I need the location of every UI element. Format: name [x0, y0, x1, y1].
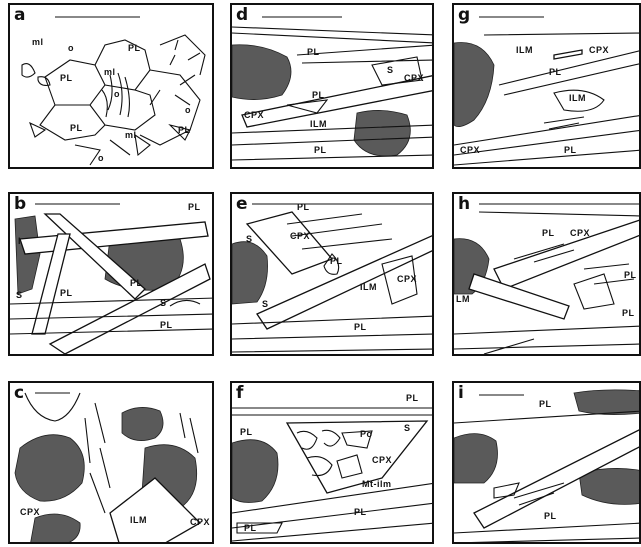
mineral-label: PL	[188, 202, 201, 212]
mineral-label: PL	[539, 399, 552, 409]
mineral-label: I	[18, 236, 21, 246]
mineral-label: S	[16, 290, 23, 300]
mineral-label: PL	[60, 73, 73, 83]
mineral-label: CPX	[244, 110, 264, 120]
mineral-label: PL	[314, 145, 327, 155]
mineral-label: CPX	[372, 455, 392, 465]
mineral-label: Po	[360, 429, 373, 439]
panel-g: g ILM CPX PL ILM CPX PL	[452, 3, 641, 169]
mineral-label: ml	[104, 67, 116, 77]
mineral-label: Mt-ilm	[362, 479, 392, 489]
panel-h-letter: h	[458, 194, 470, 214]
mineral-label: PL	[354, 507, 367, 517]
panel-f-sketch	[232, 383, 434, 544]
mineral-label: S	[160, 298, 167, 308]
panel-d-letter: d	[236, 5, 248, 25]
panel-a-letter: a	[14, 5, 25, 25]
panel-a: a ml o PL ml PL o PL ml PL o o	[8, 3, 214, 169]
panel-e-letter: e	[236, 194, 248, 214]
mineral-label: CPX	[290, 231, 310, 241]
mineral-label: ml	[32, 37, 44, 47]
mineral-label: PL	[130, 278, 143, 288]
mineral-label: CPX	[404, 73, 424, 83]
panel-a-sketch	[10, 5, 214, 169]
panel-g-sketch	[454, 5, 641, 169]
mineral-label: o	[68, 43, 74, 53]
mineral-label: CPX	[397, 274, 417, 284]
mineral-label: S	[387, 65, 394, 75]
mineral-label: PL	[542, 228, 555, 238]
mineral-label: CPX	[589, 45, 609, 55]
mineral-label: CPX	[460, 145, 480, 155]
mineral-label: S	[246, 234, 253, 244]
panel-b: b PL I S PL PL S PL	[8, 192, 214, 356]
mineral-label: PL	[178, 125, 191, 135]
mineral-label: ILM	[310, 119, 327, 129]
mineral-label: PL	[330, 256, 343, 266]
panel-f: f PL PL Po S CPX Mt-ilm PL PL	[230, 381, 434, 544]
panel-b-sketch	[10, 194, 214, 356]
mineral-label: PL	[544, 511, 557, 521]
mineral-label: PL	[307, 47, 320, 57]
panel-b-letter: b	[14, 194, 26, 214]
mineral-label: PL	[354, 322, 367, 332]
panel-e: e PL S CPX PL CPX ILM S PL	[230, 192, 434, 356]
mineral-label: o	[114, 89, 120, 99]
panel-d: d PL S CPX PL CPX ILM PL	[230, 3, 434, 169]
mineral-label: PL	[549, 67, 562, 77]
mineral-label: ILM	[130, 515, 147, 525]
mineral-label: ILM	[516, 45, 533, 55]
mineral-label: PL	[312, 90, 325, 100]
mineral-label: PL	[128, 43, 141, 53]
mineral-label: PL	[60, 288, 73, 298]
mineral-label: S	[404, 423, 411, 433]
mineral-label: PL	[406, 393, 419, 403]
panel-c-sketch	[10, 383, 214, 544]
mineral-label: PL	[240, 427, 253, 437]
mineral-label: S	[262, 299, 269, 309]
mineral-label: ml	[125, 130, 137, 140]
panel-g-letter: g	[458, 5, 470, 25]
panel-i: i PL PL	[452, 381, 641, 544]
mineral-label: CPX	[20, 507, 40, 517]
panel-i-letter: i	[458, 383, 464, 403]
mineral-label: ILM	[569, 93, 586, 103]
mineral-label: ILM	[360, 282, 377, 292]
mineral-label: LM	[456, 294, 470, 304]
mineral-label: o	[185, 105, 191, 115]
mineral-label: PL	[297, 202, 310, 212]
mineral-label: PL	[244, 523, 257, 533]
mineral-label: PL	[70, 123, 83, 133]
mineral-label: CPX	[570, 228, 590, 238]
mineral-label: PL	[564, 145, 577, 155]
mineral-label: PL	[624, 270, 637, 280]
panel-c-letter: c	[14, 383, 24, 403]
panel-f-letter: f	[236, 383, 243, 403]
mineral-label: CPX	[190, 517, 210, 527]
panel-h: h PL CPX PL LM PL	[452, 192, 641, 356]
panel-h-sketch	[454, 194, 641, 356]
panel-d-sketch	[232, 5, 434, 169]
mineral-label: o	[98, 153, 104, 163]
mineral-label: PL	[622, 308, 635, 318]
mineral-label: PL	[160, 320, 173, 330]
panel-c: c CPX ILM CPX	[8, 381, 214, 544]
